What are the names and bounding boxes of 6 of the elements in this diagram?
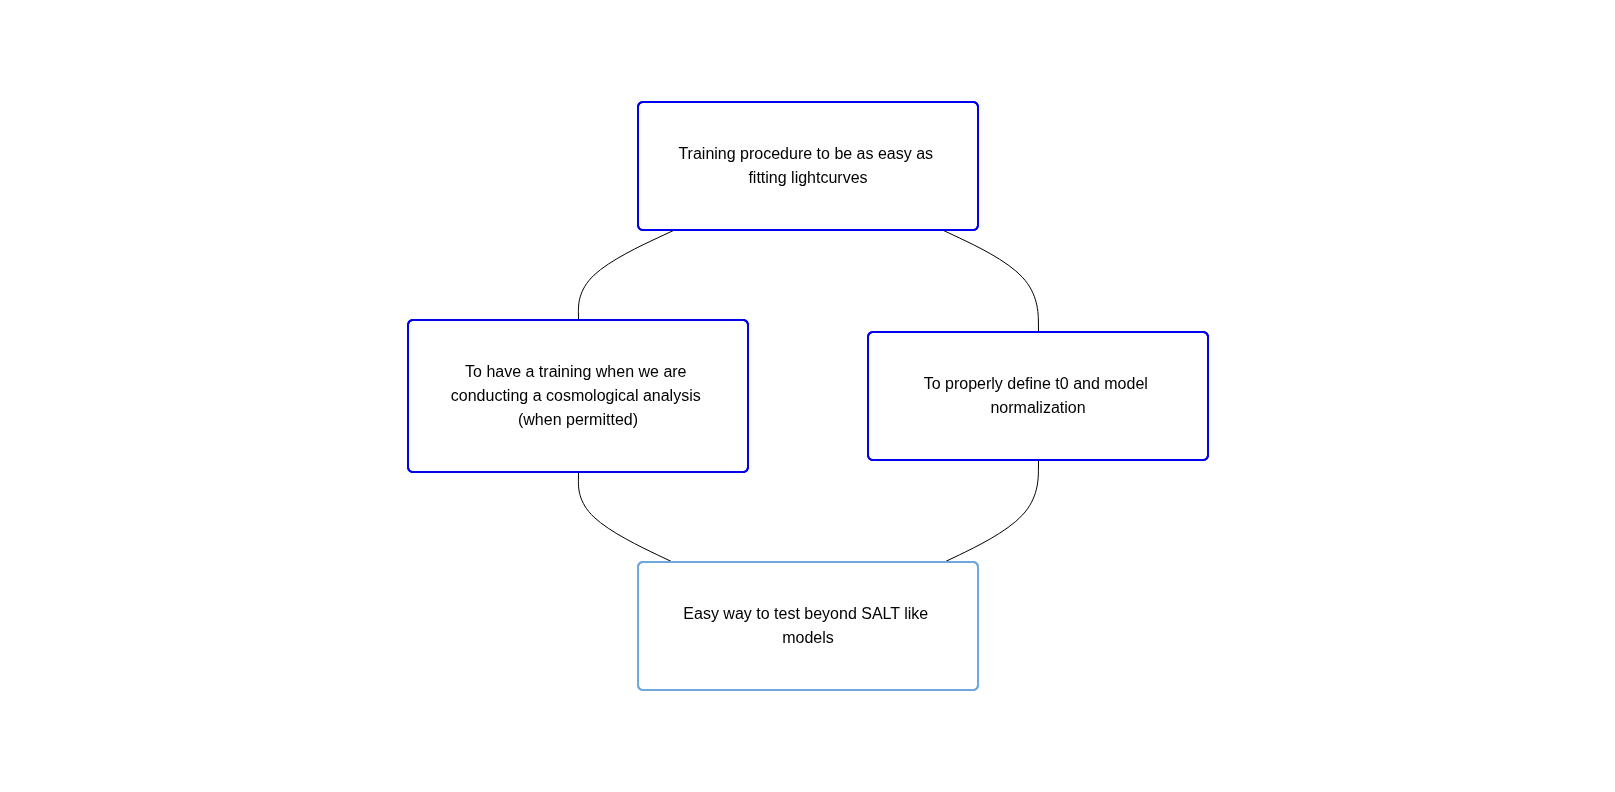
- connector: [577, 472, 674, 563]
- node-text: To properly define t0 and model normalization: [923, 375, 1148, 416]
- node-text: To have a training when we are conducting a cosmological analysis (when permitted): [450, 363, 701, 428]
- connector: [577, 230, 674, 321]
- node-text: Training procedure to be as easy as fitting lightcurves: [677, 145, 933, 186]
- node-text: Easy way to test beyond SALT like models: [682, 605, 928, 646]
